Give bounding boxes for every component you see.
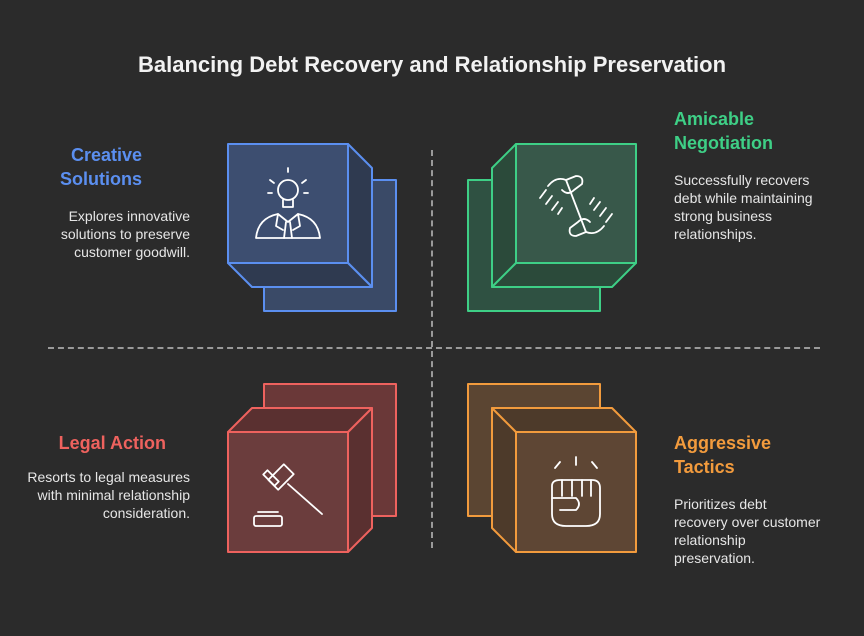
gavel-icon (253, 463, 323, 527)
amicable-negotiation-cube (467, 143, 637, 312)
creative-solutions-cube (227, 143, 397, 312)
diagram-title: Balancing Debt Recovery and Relationship… (137, 52, 727, 77)
aggressive-tactics-cube (467, 383, 637, 553)
legal-action-description: Resorts to legal measures with minimal r… (27, 469, 190, 521)
handshake-icon (539, 175, 613, 237)
amicable-negotiation-description: Successfully recovers debt while maintai… (674, 172, 813, 242)
creative-solutions-heading: Creative Solutions (60, 145, 142, 189)
aggressive-tactics-heading: Aggressive Tactics (674, 433, 772, 477)
amicable-negotiation-heading: Amicable Negotiation (674, 109, 773, 153)
legal-action-cube (227, 383, 397, 553)
fist-icon (551, 456, 601, 527)
legal-action-heading: Legal Action (58, 433, 166, 453)
vertical-axis-divider (431, 150, 433, 548)
lightbulb-person-icon (255, 167, 321, 239)
creative-solutions-description: Explores innovative solutions to preserv… (60, 208, 190, 260)
horizontal-axis-divider (48, 347, 820, 349)
aggressive-tactics-description: Prioritizes debt recovery over customer … (674, 496, 821, 566)
